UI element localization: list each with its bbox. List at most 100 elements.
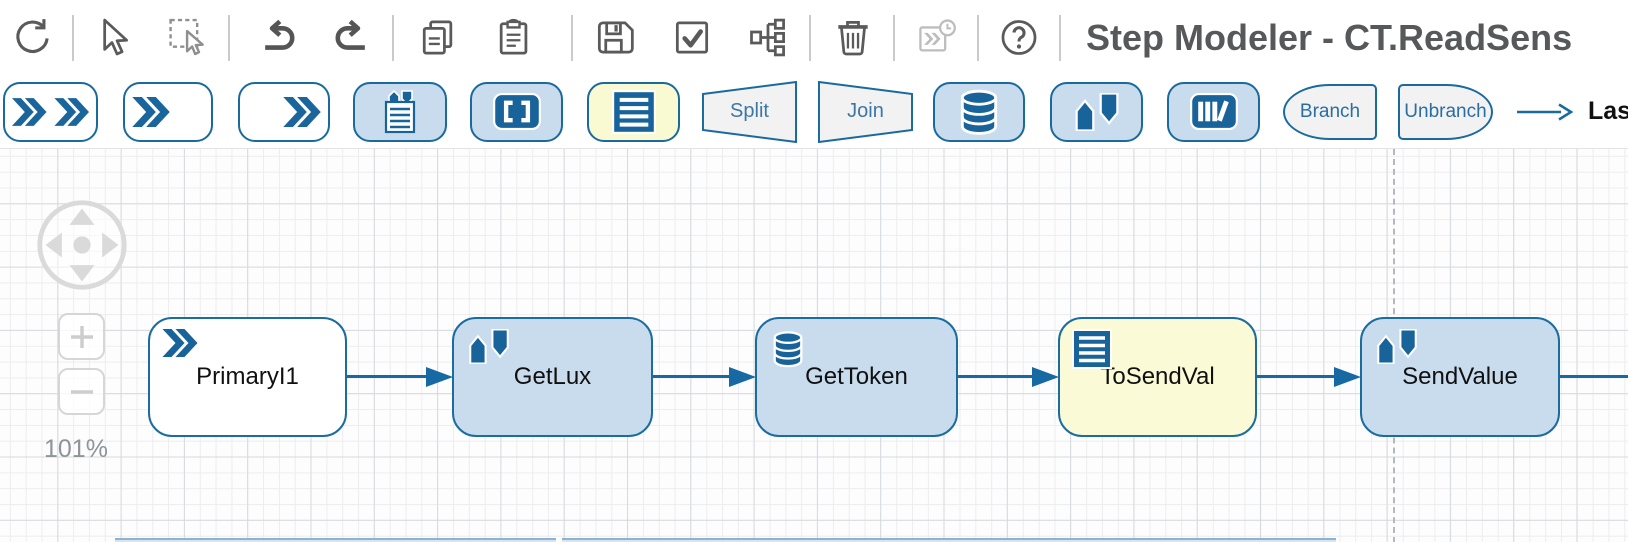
arrowhead-icon [729,367,756,387]
zoom-out-button[interactable] [58,368,105,415]
step-node-gettoken[interactable]: GetToken [755,317,958,437]
multi-chevron-icon [12,97,89,126]
main-toolbar: Step Modeler - CT.ReadSens [0,0,1628,75]
edge-gettoken-tosendval [958,375,1033,378]
marquee-select-button[interactable] [164,11,212,65]
zoom-level: 101% [44,435,108,463]
step-node-primaryi1[interactable]: PrimaryI1 [148,317,347,437]
node-label: SendValue [1402,363,1518,390]
node-label: ToSendVal [1100,363,1215,390]
step-node-sendvalue[interactable]: SendValue [1360,317,1560,437]
join-shape-icon [818,80,913,143]
step-node-getlux[interactable]: GetLux [452,317,653,437]
marquee-select-icon [169,18,204,56]
toolbar-separator [977,14,979,61]
pan-left-arrow [45,232,62,258]
palette-join-button[interactable]: Join [818,80,913,143]
join-label: Join [847,100,884,122]
toolbar-separator [1059,14,1061,61]
edge-getlux-gettoken [653,375,730,378]
palette-list-button[interactable] [587,81,680,142]
delete-button[interactable] [829,11,877,65]
palette-chevron-end-button[interactable] [238,81,330,142]
redo-icon [335,19,365,50]
arrows-up-down-icon [1075,92,1118,131]
arrowhead-icon [1032,367,1059,387]
history-button[interactable] [912,11,960,65]
document-arrows-icon [384,89,416,133]
toolbar-separator [893,14,895,61]
database-icon [960,89,998,135]
list-icon [611,89,656,134]
offscreen-shape-top [115,538,556,542]
paste-icon [499,18,528,55]
toolbar-separator [571,14,573,61]
node-label: GetToken [805,363,908,390]
step-node-tosendval[interactable]: ToSendVal [1058,317,1257,437]
list-icon [1072,329,1112,369]
save-button[interactable] [590,11,638,65]
arrows-up-down-icon [1374,328,1420,365]
zoom-in-button[interactable] [58,313,105,360]
arrowhead-icon [1334,367,1361,387]
history-disabled-icon [919,19,956,52]
redo-button[interactable] [328,11,376,65]
palette-split-button[interactable]: Split [702,80,797,143]
save-icon [597,21,634,54]
paste-button[interactable] [490,11,538,65]
double-chevron-icon [162,329,198,357]
edge-primaryi1-getlux [347,375,427,378]
palette-document-button[interactable] [353,81,447,142]
node-label: GetLux [513,363,592,390]
toolbar-separator [72,14,74,61]
hierarchy-button[interactable] [744,11,792,65]
palette-unbranch-button[interactable]: Unbranch [1398,83,1493,140]
undo-icon [265,19,295,50]
pan-control[interactable] [34,197,130,293]
diagram-canvas[interactable]: 101% PrimaryI1 GetLux [0,148,1628,542]
palette-arrows-button[interactable] [1050,81,1143,142]
split-shape-icon [702,80,797,143]
pan-up-arrow [69,208,95,225]
palette-multi-chevron-button[interactable] [3,81,98,142]
help-icon [1001,20,1037,55]
palette-brackets-button[interactable] [470,81,563,142]
pointer-icon [103,18,129,56]
palette-database-button[interactable] [933,81,1025,142]
chevron-start-icon [132,96,170,127]
pointer-button[interactable] [88,11,136,65]
edge-tosendval-sendvalue [1257,375,1335,378]
edge-sendvalue-offscreen [1560,375,1628,378]
copy-button[interactable] [414,11,462,65]
plus-icon [70,325,93,348]
refresh-icon [16,19,49,53]
pan-down-arrow [69,265,95,282]
palette-toolbar: Split Join Branch [0,75,1628,148]
last-label: Las [1588,97,1628,125]
copy-icon [422,20,453,55]
minus-icon [70,389,93,394]
arrows-up-down-icon [466,328,512,365]
validate-icon [675,21,709,54]
undo-button[interactable] [254,11,302,65]
chevron-end-icon [283,96,321,127]
palette-chevron-start-button[interactable] [123,81,213,142]
validate-button[interactable] [668,11,716,65]
branch-label: Branch [1299,100,1361,122]
connector-arrow-icon [1517,102,1573,121]
refresh-button[interactable] [8,11,56,65]
database-icon [769,329,807,369]
books-icon [1189,93,1238,130]
offscreen-shape-top [562,538,1336,542]
help-button[interactable] [995,11,1043,65]
arrowhead-icon [426,367,453,387]
palette-branch-button[interactable]: Branch [1283,83,1377,140]
toolbar-separator [392,14,394,61]
hierarchy-icon [750,18,785,57]
unbranch-label: Unbranch [1404,100,1487,122]
split-label: Split [730,100,769,122]
palette-books-button[interactable] [1167,81,1260,142]
toolbar-separator [228,14,230,61]
app-title: Step Modeler - CT.ReadSens [1086,16,1573,58]
toolbar-separator [809,14,811,61]
